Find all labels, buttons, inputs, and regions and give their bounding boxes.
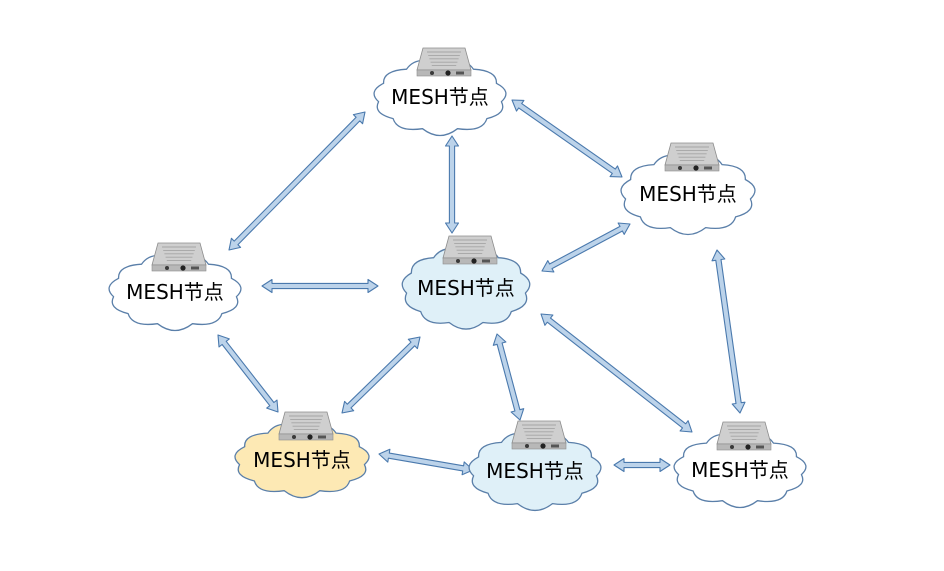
link-arrow-lower-center-lower-right xyxy=(613,457,671,473)
link-arrow-center-lower-left xyxy=(341,336,421,414)
link-arrow-center-lower-center xyxy=(492,333,525,421)
mesh-node-upper-right xyxy=(620,154,756,236)
link-arrow-center-lower-right xyxy=(540,313,693,433)
cloud-shape xyxy=(234,423,370,499)
node-label: MESH节点 xyxy=(391,85,489,109)
node-label: MESH节点 xyxy=(126,280,224,304)
node-label: MESH节点 xyxy=(253,448,351,472)
cloud-shape xyxy=(468,432,602,512)
mesh-node-lower-center xyxy=(468,432,602,512)
node-label: MESH节点 xyxy=(486,459,584,483)
mesh-device-icon xyxy=(151,242,207,272)
mesh-node-lower-right xyxy=(673,433,807,509)
cloud-shape xyxy=(401,247,531,330)
mesh-device-icon xyxy=(278,411,334,441)
mesh-node-top xyxy=(373,59,507,137)
mesh-device-icon xyxy=(442,235,498,265)
cloud-shape xyxy=(373,59,507,137)
node-label: MESH节点 xyxy=(417,276,515,300)
mesh-device-icon xyxy=(511,420,567,450)
cloud-shape xyxy=(108,254,242,332)
mesh-node-lower-left xyxy=(234,423,370,499)
watermark-text: 什么值得买 xyxy=(813,536,898,556)
smzdm-logo-icon xyxy=(778,530,806,558)
link-arrow-upper-right-center xyxy=(541,222,631,273)
link-arrow-upper-right-lower-right xyxy=(711,249,746,414)
svg-text:值: 值 xyxy=(785,538,799,554)
mesh-device-icon xyxy=(416,47,472,77)
cloud-shape xyxy=(620,154,756,236)
link-arrow-top-upper-right xyxy=(511,99,623,178)
mesh-device-icon xyxy=(716,421,772,451)
watermark-group: 值什么值得买 xyxy=(778,530,898,558)
cloud-shape xyxy=(673,433,807,509)
mesh-device-icon xyxy=(664,142,720,172)
link-arrow-top-left xyxy=(228,111,366,251)
node-label: MESH节点 xyxy=(691,458,789,482)
link-arrow-left-lower-left xyxy=(217,334,279,413)
mesh-node-center xyxy=(401,247,531,330)
mesh-node-left xyxy=(108,254,242,332)
link-arrow-top-center xyxy=(444,135,460,234)
link-arrow-left-center xyxy=(261,278,379,294)
node-label: MESH节点 xyxy=(639,182,737,206)
link-arrow-lower-left-lower-center xyxy=(378,448,474,476)
